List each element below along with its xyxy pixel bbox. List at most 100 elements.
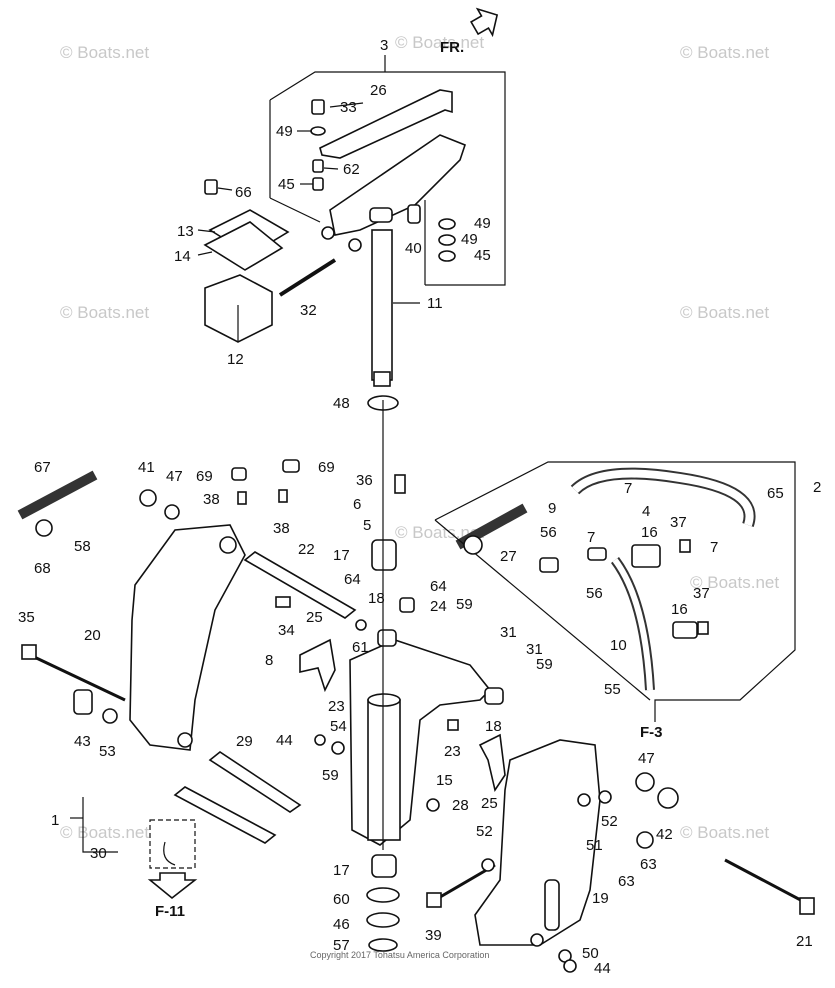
callout-37a: 37 [670, 514, 687, 531]
callout-63b: 63 [618, 873, 635, 890]
callout-39: 39 [425, 927, 442, 944]
callout-31b: 31 [526, 641, 543, 658]
ref-f3: F-3 [640, 724, 663, 741]
watermark-6: © Boats.net [680, 823, 769, 842]
callout-28: 28 [452, 797, 469, 814]
callout-69b: 69 [318, 459, 335, 476]
watermark-8: © Boats.net [690, 573, 779, 592]
callout-55: 55 [604, 681, 621, 698]
callout-64b: 64 [430, 578, 447, 595]
callout-45a: 45 [278, 176, 295, 193]
callout-68: 68 [34, 560, 51, 577]
callout-19: 19 [592, 890, 609, 907]
callout-62: 62 [343, 161, 360, 178]
callout-23b: 23 [444, 743, 461, 760]
callout-69a: 69 [196, 468, 213, 485]
anode-assembly [70, 786, 277, 869]
lower-bushings [366, 539, 400, 952]
callout-16a: 16 [641, 524, 658, 541]
callout-41: 41 [138, 459, 155, 476]
callout-17a: 17 [333, 547, 350, 564]
callout-48: 48 [333, 395, 350, 412]
callout-2: 2 [813, 479, 821, 496]
callout-58: 58 [74, 538, 91, 555]
callout-34: 34 [278, 622, 295, 639]
callout-61: 61 [352, 639, 369, 656]
callout-45b: 45 [474, 247, 491, 264]
callout-36: 36 [356, 472, 373, 489]
callout-67: 67 [34, 459, 51, 476]
ref-f11: F-11 [155, 903, 185, 920]
callout-37b: 37 [693, 585, 710, 602]
through-bolts [21, 644, 815, 915]
callout-12: 12 [227, 351, 244, 368]
callout-53: 53 [99, 743, 116, 760]
callout-22: 22 [298, 541, 315, 558]
callout-44b: 44 [594, 960, 611, 977]
callout-11: 11 [427, 295, 443, 312]
callout-42: 42 [656, 826, 673, 843]
callout-63a: 63 [640, 856, 657, 873]
watermark-5: © Boats.net [60, 823, 149, 842]
callout-52a: 52 [476, 823, 493, 840]
callout-20: 20 [84, 627, 101, 644]
callout-49a: 49 [276, 123, 293, 140]
callout-8: 8 [265, 652, 273, 669]
watermark-9: © Boats.net [395, 33, 484, 52]
leader-lines [197, 102, 420, 850]
callout-57: 57 [333, 937, 350, 954]
callout-3: 3 [380, 37, 388, 54]
callout-7a: 7 [624, 480, 632, 497]
watermark-2: © Boats.net [680, 43, 769, 62]
callout-18a: 18 [368, 590, 385, 607]
callout-47a: 47 [166, 468, 183, 485]
callout-38a: 38 [203, 491, 220, 508]
callout-32: 32 [300, 302, 317, 319]
watermarks: © Boats.net © Boats.net © Boats.net © Bo… [60, 33, 779, 842]
callout-4: 4 [642, 503, 650, 520]
callout-14: 14 [174, 248, 191, 265]
tilt-tubes [208, 551, 357, 813]
callout-25a: 25 [306, 609, 323, 626]
callout-27: 27 [500, 548, 517, 565]
callout-66: 66 [235, 184, 252, 201]
front-direction-arrow: FR. [440, 7, 499, 56]
callout-65: 65 [767, 485, 784, 502]
swivel-bracket [349, 639, 492, 846]
callout-31a: 31 [500, 624, 517, 641]
misc-small-parts [35, 459, 709, 973]
callout-30: 30 [90, 845, 107, 862]
callout-1: 1 [51, 812, 59, 829]
callout-59b: 59 [536, 656, 553, 673]
callout-9: 9 [548, 500, 556, 517]
trim-block [204, 274, 273, 343]
callout-44a: 44 [276, 732, 293, 749]
callout-7b: 7 [587, 529, 595, 546]
clamp-bracket-left [129, 524, 246, 751]
callout-51: 51 [586, 837, 603, 854]
callout-17b: 17 [333, 862, 350, 879]
copyright-text: Copyright 2017 Tohatsu America Corporati… [310, 950, 489, 960]
callout-33: 33 [340, 99, 357, 116]
callout-60: 60 [333, 891, 350, 908]
callout-26: 26 [370, 82, 387, 99]
direction-label: FR. [440, 39, 464, 56]
callout-24: 24 [430, 598, 447, 615]
watermark-1: © Boats.net [60, 43, 149, 62]
callout-50: 50 [582, 945, 599, 962]
callout-7c: 7 [710, 539, 718, 556]
steering-group-outline [269, 55, 506, 286]
callout-16b: 16 [671, 601, 688, 618]
callout-29: 29 [236, 733, 253, 750]
f11-arrow [147, 872, 198, 900]
callout-labels: 3 26 33 49 62 45 66 13 14 40 49 49 45 32… [18, 37, 821, 977]
callout-13: 13 [177, 223, 194, 240]
steering-shaft [321, 207, 393, 387]
callout-47b: 47 [638, 750, 655, 767]
callout-56b: 56 [586, 585, 603, 602]
callout-6: 6 [353, 496, 361, 513]
callout-21: 21 [796, 933, 813, 950]
watermark-4: © Boats.net [680, 303, 769, 322]
steering-arm [319, 89, 466, 236]
callout-10: 10 [610, 637, 627, 654]
